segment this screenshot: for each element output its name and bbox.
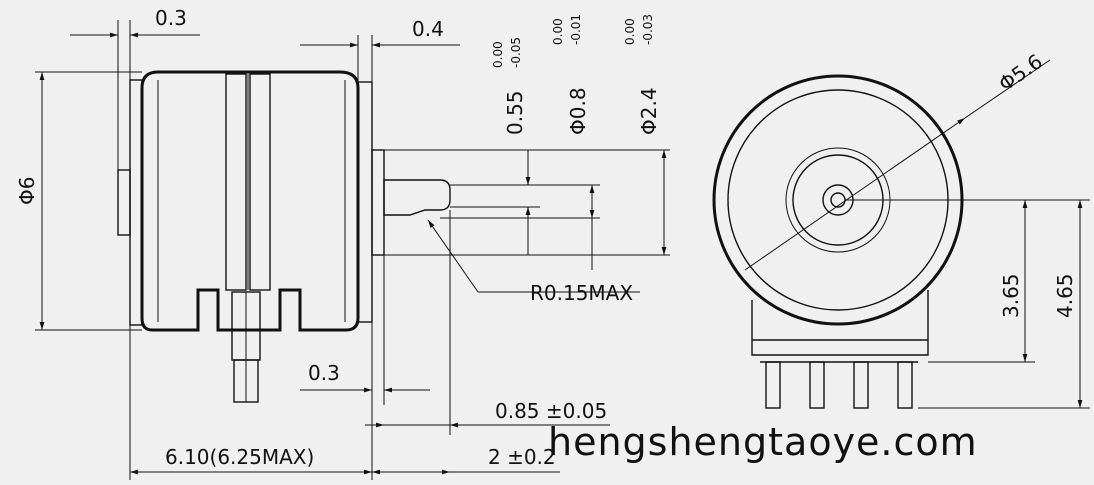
front-plate <box>357 81 373 323</box>
seam-right <box>249 73 271 291</box>
tol-lower: -0.05 <box>509 37 523 68</box>
dim-365: 3.65 <box>999 273 1023 318</box>
pin-4 <box>897 361 913 409</box>
dim-465: 4.65 <box>1053 273 1077 318</box>
seam-left <box>225 73 247 291</box>
dim-shaft-length: 2 ±0.2 <box>488 445 556 469</box>
side-view <box>117 70 451 403</box>
end-plate-left <box>129 79 143 326</box>
radius-note: R0.15MAX <box>530 281 633 305</box>
dim-pin-offset: 0.3 <box>308 361 340 385</box>
watermark: hengshengtaoye.com <box>548 420 978 464</box>
dim-dia-24: Φ2.4 <box>637 87 661 135</box>
dim-total-length: 6.10(6.25MAX) <box>165 445 314 469</box>
shaft <box>383 179 451 216</box>
dim-top-left: 0.3 <box>155 6 187 30</box>
pin-2 <box>809 361 825 409</box>
motor-housing <box>140 70 360 332</box>
dim-055: 0.55 <box>503 90 527 135</box>
tol-upper: 0.00 <box>551 18 565 45</box>
dim-shaft-step: 0.85 ±0.05 <box>495 399 607 423</box>
dim-body-diameter: Φ6 <box>15 177 39 205</box>
bearing-boss <box>371 149 385 256</box>
rear-cap <box>117 169 131 236</box>
tol-upper: 0.00 <box>491 41 505 68</box>
tol-lower: -0.01 <box>569 14 583 45</box>
bracket <box>751 290 929 356</box>
tol-lower: -0.03 <box>641 14 655 45</box>
tol-upper: 0.00 <box>623 18 637 45</box>
dim-dia-08: Φ0.8 <box>566 87 590 135</box>
dim-dia-56: Φ5.6 <box>994 49 1047 96</box>
front-view <box>712 74 964 409</box>
pin-1 <box>765 361 781 409</box>
dim-top-right: 0.4 <box>412 17 444 41</box>
side-dimensions: 0.3 0.4 Φ6 0.55 0.00 -0.05 Φ0.8 0.00 -0.… <box>15 6 670 480</box>
pin-3 <box>853 361 869 409</box>
shaft-hole <box>830 192 846 208</box>
